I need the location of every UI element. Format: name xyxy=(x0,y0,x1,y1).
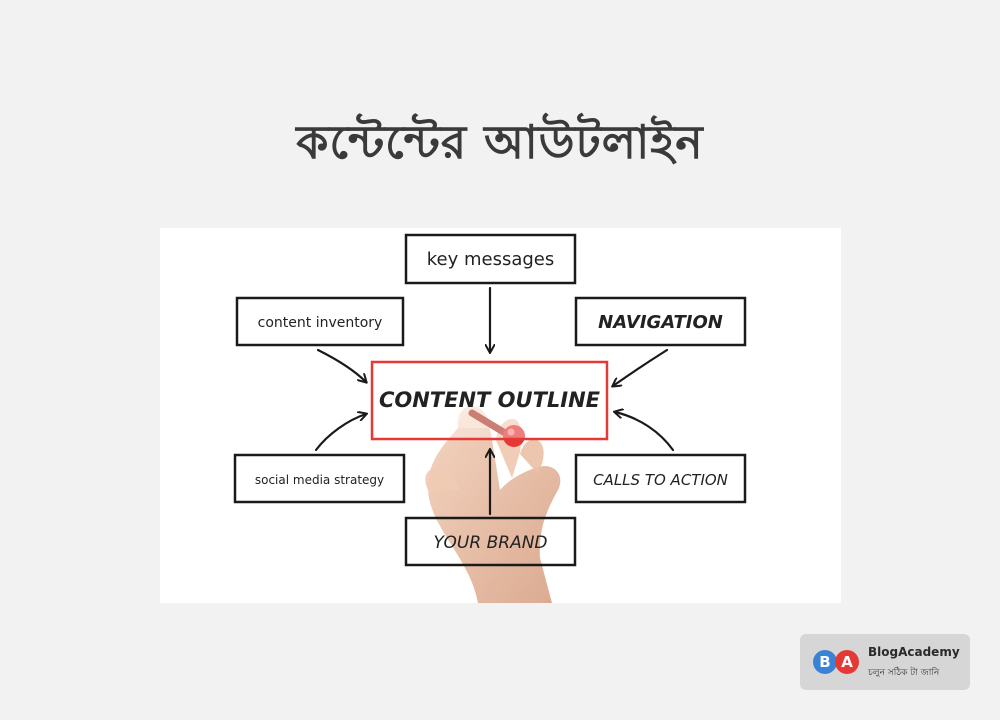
blogacademy-badge: B A BlogAcademy চলুন সঠিক টা জানি xyxy=(800,634,970,690)
diagram-panel: key messages content inventory NAVIGATIO… xyxy=(160,228,841,603)
arrow-social-media-strategy xyxy=(314,414,366,452)
node-social-media-strategy-label: social media strategy xyxy=(255,473,384,487)
page-title: কন্টেন্টের আউটলাইন xyxy=(296,115,704,169)
node-content-inventory-label: content inventory xyxy=(258,315,383,331)
logo-a-icon: A xyxy=(835,650,859,674)
node-center: CONTENT OUTLINE xyxy=(370,360,609,441)
hand-illustration xyxy=(425,406,561,603)
node-navigation: NAVIGATION xyxy=(574,296,747,347)
node-content-inventory: content inventory xyxy=(235,296,405,347)
node-navigation-label: NAVIGATION xyxy=(598,312,723,333)
badge-tagline: চলুন সঠিক টা জানি xyxy=(868,668,940,678)
arrow-navigation xyxy=(613,348,669,386)
node-calls-to-action: CALLS TO ACTION xyxy=(574,453,747,504)
node-key-messages: key messages xyxy=(404,233,577,285)
content-outline-diagram: key messages content inventory NAVIGATIO… xyxy=(233,233,747,603)
arrow-calls-to-action xyxy=(615,412,675,452)
node-key-messages-label: key messages xyxy=(427,249,555,270)
logo-b-icon: B xyxy=(813,650,837,674)
node-calls-to-action-label: CALLS TO ACTION xyxy=(593,471,728,489)
node-your-brand: YOUR BRAND xyxy=(404,516,577,567)
badge-brand-name: BlogAcademy xyxy=(868,645,960,659)
node-center-label: CONTENT OUTLINE xyxy=(379,388,601,412)
node-your-brand-label: YOUR BRAND xyxy=(433,533,547,553)
arrow-content-inventory xyxy=(316,348,366,382)
node-social-media-strategy: social media strategy xyxy=(233,453,406,504)
